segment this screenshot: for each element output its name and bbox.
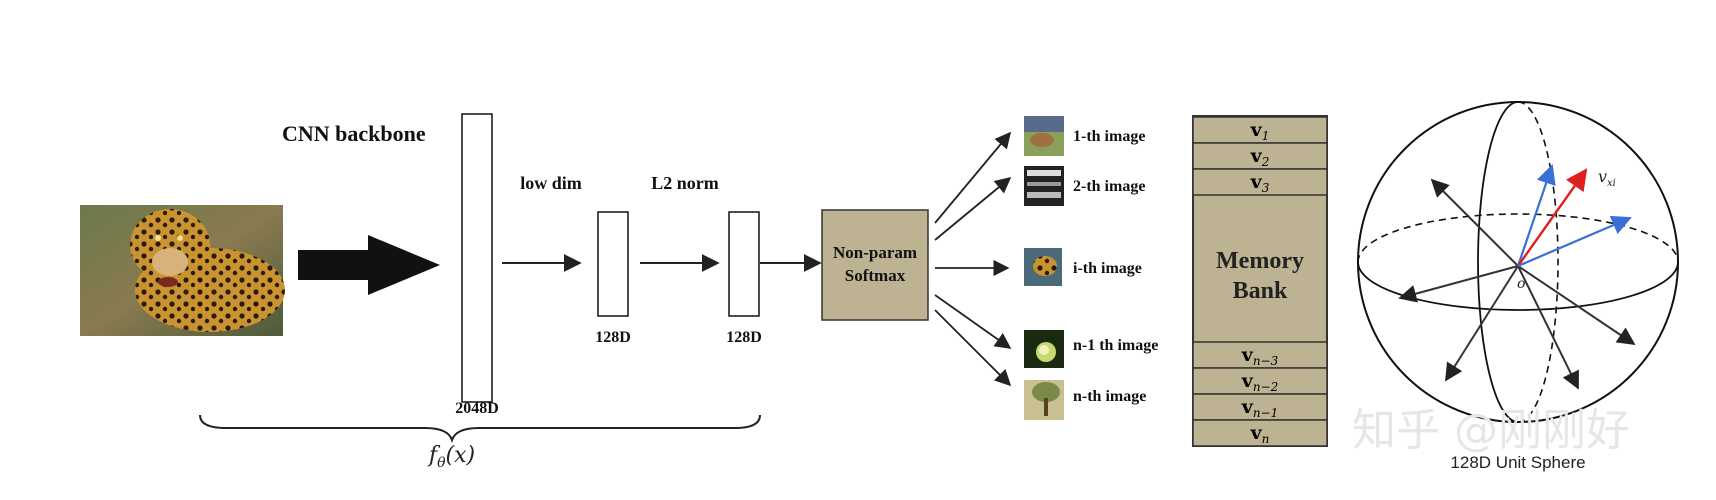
- sphere-meridian-back: [1517, 101, 1559, 423]
- image-thumb-i: [1024, 248, 1062, 286]
- sphere-vector-blue-2: [1517, 215, 1632, 268]
- input-image-leopard: [80, 205, 285, 336]
- unit-sphere: o vxi 128D Unit Sphere: [1357, 101, 1679, 472]
- lowdim-block-label: 128D: [595, 329, 631, 346]
- sphere-origin-label: o: [1517, 276, 1525, 292]
- image-thumb-n-1: [1024, 330, 1064, 368]
- memory-bank-slot-label: v1: [1250, 119, 1270, 143]
- arrow-to-image-n-1: [934, 294, 1012, 349]
- image-thumb-n: [1024, 380, 1064, 420]
- sphere-meridian-front: [1477, 101, 1519, 423]
- backbone-brace: [199, 414, 761, 444]
- low-dim-label: low dim: [520, 173, 582, 193]
- watermark: 知乎 @刚刚好: [1352, 405, 1630, 456]
- arrow-to-image-n: [934, 309, 1012, 387]
- sphere-vector-red: [1517, 168, 1588, 267]
- arrow-to-image-2: [934, 176, 1012, 241]
- l2norm-block: [728, 211, 760, 317]
- memory-bank-slot: [1192, 393, 1328, 421]
- sphere-outline: [1357, 101, 1679, 423]
- image-label-1: 1-th image: [1073, 128, 1145, 145]
- memory-bank-slot: [1192, 168, 1328, 196]
- image-thumb-2: [1024, 166, 1064, 206]
- memory-bank-slot-label: vn−3: [1241, 344, 1279, 368]
- lowdim-block: [597, 211, 629, 317]
- sphere-equator-front: [1357, 261, 1679, 311]
- backbone-function-label: fθ(x): [427, 443, 475, 471]
- softmax-label-line2: Softmax: [845, 266, 906, 285]
- sphere-vector-blue-1: [1516, 164, 1556, 267]
- memory-bank-slot-label: v2: [1250, 145, 1270, 169]
- image-thumb-1: [1024, 116, 1064, 156]
- instance-arrows: [934, 131, 1012, 387]
- l2-norm-label: L2 norm: [651, 173, 719, 193]
- memory-bank-slot-label: v3: [1250, 171, 1270, 195]
- softmax-label-line1: Non-param: [833, 243, 917, 262]
- backbone-block: [461, 113, 493, 403]
- image-label-n: n-th image: [1073, 388, 1146, 405]
- memory-bank-title-line2: Bank: [1233, 278, 1288, 304]
- sphere-vectors: [1398, 178, 1636, 390]
- image-label-2: 2-th image: [1073, 178, 1145, 195]
- backbone-title: CNN backbone: [282, 121, 426, 146]
- arrow-to-image-1: [934, 131, 1012, 224]
- sphere-equator-back: [1357, 213, 1679, 263]
- memory-bank-slot-label: vn−2: [1241, 370, 1278, 394]
- memory-bank-title-line1: Memory: [1216, 248, 1304, 274]
- memory-bank-slot-label: vn−1: [1241, 396, 1278, 420]
- l2norm-block-label: 128D: [726, 329, 762, 346]
- sphere-caption: 128D Unit Sphere: [1450, 453, 1585, 472]
- memory-bank-slot: [1192, 367, 1328, 395]
- image-label-i: i-th image: [1073, 260, 1142, 277]
- memory-bank-slot: [1192, 142, 1328, 170]
- input-arrow: [298, 235, 440, 295]
- sphere-vector-label: vxi: [1598, 167, 1616, 189]
- softmax-box: [821, 209, 929, 321]
- memory-bank-slot: [1192, 116, 1328, 144]
- memory-bank-slot-label: vn: [1250, 422, 1270, 446]
- image-label-n-1: n-1 th image: [1073, 337, 1158, 354]
- backbone-dim-label: 2048D: [455, 400, 499, 417]
- memory-bank-slot: [1192, 419, 1328, 447]
